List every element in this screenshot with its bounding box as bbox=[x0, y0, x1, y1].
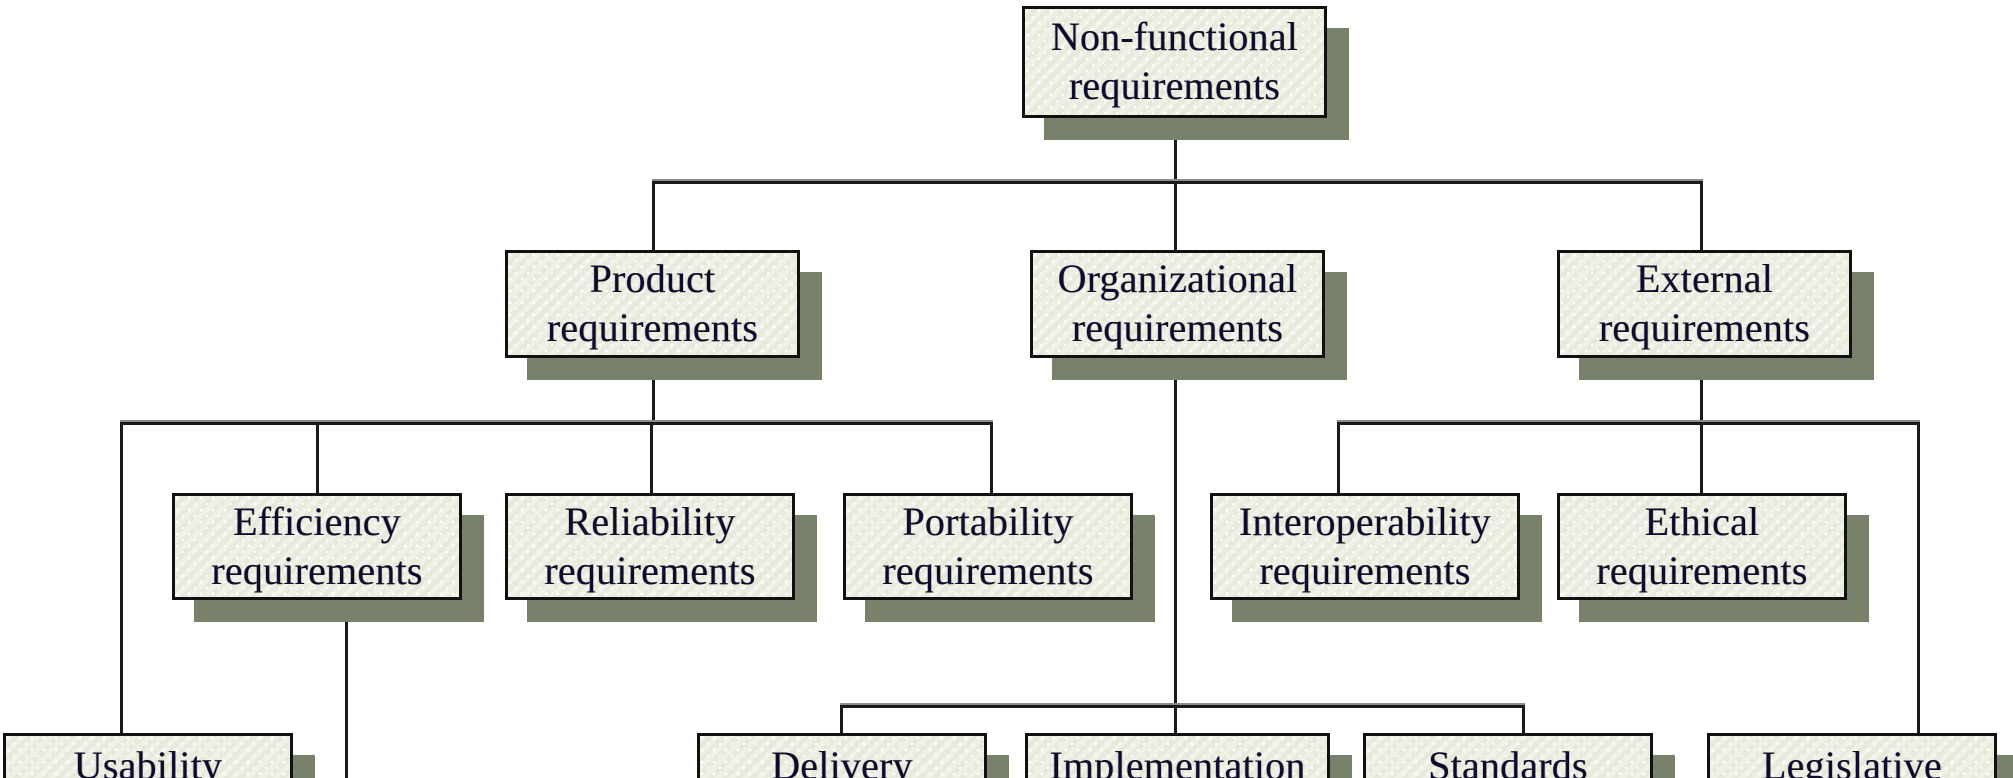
connector-root-stem bbox=[1174, 118, 1177, 184]
connector-org-to-implementation bbox=[1174, 705, 1177, 736]
connector-product-bus bbox=[120, 420, 993, 425]
node-label: Non-functional requirements bbox=[1050, 14, 1299, 108]
node-implementation[interactable]: Implementation bbox=[1025, 733, 1352, 778]
connector-root-bus bbox=[652, 179, 1703, 184]
node-label: Organizational requirements bbox=[1057, 256, 1298, 350]
node-box: Reliability requirements bbox=[505, 493, 795, 600]
connector-external-to-legislative bbox=[1917, 422, 1920, 736]
node-label: Ethical requirements bbox=[1596, 498, 1808, 593]
connector-product-to-reliability bbox=[650, 422, 653, 496]
node-reliability-requirements[interactable]: Reliability requirements bbox=[505, 493, 817, 622]
node-box: Legislative bbox=[1707, 733, 1997, 778]
connector-product-stem bbox=[652, 358, 655, 425]
node-box: Organizational requirements bbox=[1030, 250, 1325, 358]
connector-root-to-product bbox=[652, 181, 655, 253]
node-box: Efficiency requirements bbox=[172, 493, 462, 600]
node-box: Portability requirements bbox=[843, 493, 1133, 600]
node-delivery[interactable]: Delivery bbox=[697, 733, 1009, 778]
connector-external-to-ethical bbox=[1700, 422, 1703, 496]
node-label: Reliability requirements bbox=[544, 498, 756, 593]
node-efficiency-requirements[interactable]: Efficiency requirements bbox=[172, 493, 484, 622]
connector-external-bus bbox=[1337, 420, 1920, 425]
node-box: Standards bbox=[1363, 733, 1653, 778]
node-product-requirements[interactable]: Product requirements bbox=[505, 250, 822, 380]
node-box: Non-functional requirements bbox=[1022, 6, 1327, 118]
node-ethical-requirements[interactable]: Ethical requirements bbox=[1557, 493, 1869, 622]
connector-efficiency-stem bbox=[345, 600, 348, 778]
connector-product-to-efficiency bbox=[316, 422, 319, 496]
node-box: Usability bbox=[3, 733, 293, 778]
node-portability-requirements[interactable]: Portability requirements bbox=[843, 493, 1155, 622]
node-label: Delivery bbox=[771, 743, 913, 778]
node-legislative[interactable]: Legislative bbox=[1707, 733, 2013, 778]
node-box: Product requirements bbox=[505, 250, 800, 358]
node-label: Efficiency requirements bbox=[211, 498, 423, 593]
connector-org-to-delivery bbox=[840, 705, 843, 736]
node-label: Legislative bbox=[1762, 743, 1942, 778]
connector-organizational-bus bbox=[840, 703, 1525, 708]
node-usability[interactable]: Usability bbox=[3, 733, 315, 778]
node-box: Ethical requirements bbox=[1557, 493, 1847, 600]
node-box: Interoperability requirements bbox=[1210, 493, 1520, 600]
connector-org-to-standards bbox=[1522, 705, 1525, 736]
node-label: Product requirements bbox=[546, 256, 759, 350]
connector-product-to-portability bbox=[990, 422, 993, 496]
connector-external-to-interoperability bbox=[1337, 422, 1340, 496]
node-label: Interoperability requirements bbox=[1239, 498, 1491, 593]
node-organizational-requirements[interactable]: Organizational requirements bbox=[1030, 250, 1347, 380]
node-label: Implementation bbox=[1049, 743, 1306, 778]
connector-root-to-external bbox=[1700, 181, 1703, 253]
node-standards[interactable]: Standards bbox=[1363, 733, 1675, 778]
node-external-requirements[interactable]: External requirements bbox=[1557, 250, 1874, 380]
node-label: Usability bbox=[73, 743, 223, 778]
node-label: Portability requirements bbox=[882, 498, 1094, 593]
connector-product-to-usability bbox=[120, 422, 123, 736]
node-box: External requirements bbox=[1557, 250, 1852, 358]
node-box: Delivery bbox=[697, 733, 987, 778]
node-label: Standards bbox=[1428, 743, 1588, 778]
connector-root-to-organizational bbox=[1174, 181, 1177, 253]
node-label: External requirements bbox=[1598, 256, 1811, 350]
connector-organizational-stem bbox=[1174, 358, 1177, 708]
node-box: Implementation bbox=[1025, 733, 1330, 778]
node-interoperability-requirements[interactable]: Interoperability requirements bbox=[1210, 493, 1542, 622]
node-non-functional-requirements[interactable]: Non-functional requirements bbox=[1022, 6, 1349, 140]
connector-external-stem bbox=[1700, 358, 1703, 425]
